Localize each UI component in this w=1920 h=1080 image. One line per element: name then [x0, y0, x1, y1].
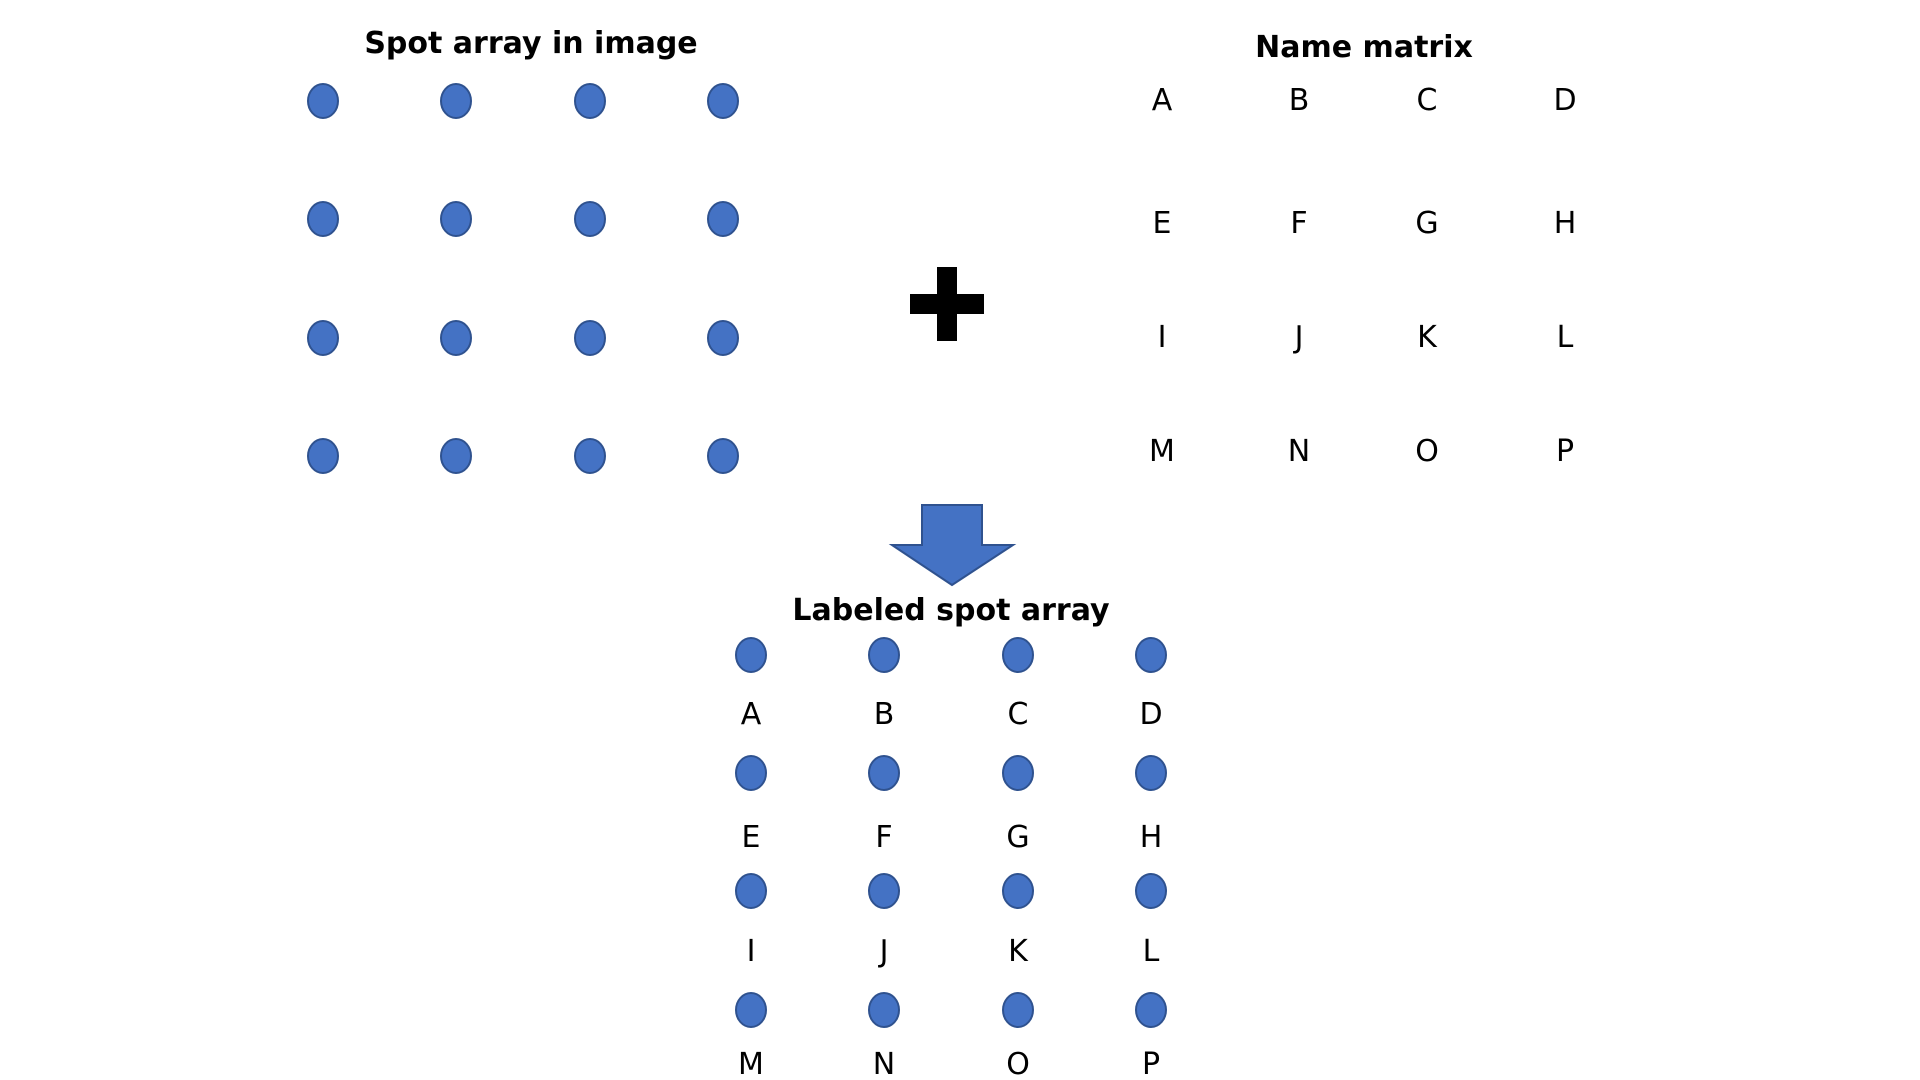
- labeled-spot: [1135, 755, 1167, 791]
- labeled-spot: [1135, 992, 1167, 1028]
- grid-letter: I: [747, 934, 756, 969]
- grid-letter: B: [1289, 83, 1310, 118]
- labeled-spot: [1135, 873, 1167, 909]
- grid-letter: D: [1553, 83, 1576, 118]
- grid-letter: F: [1290, 206, 1307, 241]
- spot-array-title: Spot array in image: [364, 26, 697, 61]
- labeled-spot: [735, 637, 767, 673]
- labeled-spot-array-panel: Labeled spot array A B C D E F G H I J K L M N O P: [735, 593, 1167, 1080]
- grid-letter: A: [741, 697, 762, 732]
- spot: [307, 320, 339, 356]
- grid-letter: A: [1152, 83, 1173, 118]
- spot: [707, 201, 739, 237]
- grid-letter: E: [1153, 206, 1172, 241]
- grid-letter: P: [1556, 434, 1574, 469]
- spot: [440, 438, 472, 474]
- grid-letter: E: [742, 820, 761, 855]
- labeled-spot: [735, 873, 767, 909]
- grid-letter: M: [1149, 434, 1175, 469]
- grid-letter: F: [875, 820, 892, 855]
- grid-letter: O: [1006, 1047, 1030, 1080]
- grid-letter: J: [1293, 320, 1304, 355]
- labeled-spot: [868, 873, 900, 909]
- spot: [574, 201, 606, 237]
- grid-letter: G: [1415, 206, 1438, 241]
- labeled-spot-array-grid: A B C D E F G H I J K L M N O P: [735, 637, 1167, 1080]
- spot: [574, 83, 606, 119]
- spot: [574, 320, 606, 356]
- grid-letter: I: [1158, 320, 1167, 355]
- arrow-down-icon: [888, 504, 1017, 587]
- spot: [707, 83, 739, 119]
- spot-array-grid: [307, 83, 739, 474]
- grid-letter: N: [1288, 434, 1310, 469]
- labeled-spot: [735, 755, 767, 791]
- name-matrix-title: Name matrix: [1255, 30, 1473, 65]
- labeled-spot: [868, 992, 900, 1028]
- spot: [707, 438, 739, 474]
- grid-letter: D: [1139, 697, 1162, 732]
- labeled-spot: [868, 755, 900, 791]
- grid-letter: B: [874, 697, 895, 732]
- grid-letter: C: [1008, 697, 1029, 732]
- grid-letter: H: [1554, 206, 1577, 241]
- name-matrix-grid: A B C D E F G H I J K L M N O P: [1149, 83, 1577, 469]
- spot: [307, 438, 339, 474]
- grid-letter: M: [738, 1047, 764, 1080]
- spot: [440, 320, 472, 356]
- name-matrix-panel: Name matrix A B C D E F G H I J K L M N O P: [1149, 30, 1577, 469]
- grid-letter: K: [1008, 934, 1029, 969]
- spot: [307, 83, 339, 119]
- grid-letter: K: [1417, 320, 1438, 355]
- labeled-spot: [1002, 637, 1034, 673]
- grid-letter: G: [1006, 820, 1029, 855]
- spot: [440, 201, 472, 237]
- spot: [707, 320, 739, 356]
- labeled-spot: [1002, 755, 1034, 791]
- labeled-spot: [868, 637, 900, 673]
- grid-letter: N: [873, 1047, 895, 1080]
- grid-letter: P: [1142, 1047, 1160, 1080]
- labeled-spot: [1002, 992, 1034, 1028]
- spot-array-panel: Spot array in image: [307, 26, 739, 474]
- grid-letter: L: [1143, 934, 1160, 969]
- grid-letter: J: [878, 934, 889, 969]
- grid-letter: C: [1417, 83, 1438, 118]
- grid-letter: L: [1557, 320, 1574, 355]
- labeled-spot-array-title: Labeled spot array: [792, 593, 1110, 628]
- spot: [440, 83, 472, 119]
- labeled-spot: [1135, 637, 1167, 673]
- spot: [307, 201, 339, 237]
- plus-icon: [910, 267, 984, 341]
- spot: [574, 438, 606, 474]
- grid-letter: H: [1140, 820, 1163, 855]
- grid-letter: O: [1415, 434, 1439, 469]
- labeled-spot: [735, 992, 767, 1028]
- labeled-spot: [1002, 873, 1034, 909]
